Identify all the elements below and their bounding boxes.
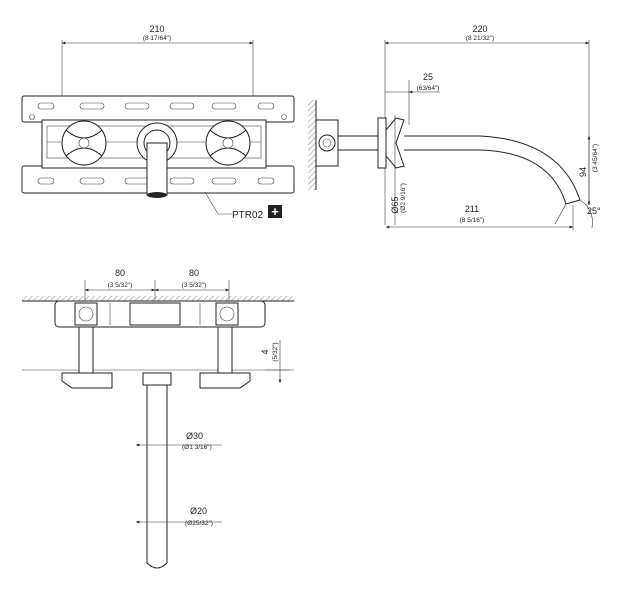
spout-length-dimension: 211 (8 5/16") (385, 204, 574, 230)
spout-front (142, 372, 172, 569)
outlet-diameter-dimension: Ø20 (Ø25/32") (135, 506, 222, 527)
left-valve-handle (61, 120, 107, 166)
total-mm-label: 220 (472, 24, 487, 34)
spout-length-mm-label: 211 (465, 204, 479, 214)
spout-dia-in-label: (Ø1 3/16") (182, 444, 212, 451)
side-view: 220 (8 21/32") 25 (63/64") (308, 24, 601, 230)
angle-dimension: 25° (554, 199, 601, 229)
width-mm-label: 210 (149, 24, 164, 34)
top-view: 210 (8 17/64") (21, 24, 295, 221)
spout-diameter-dimension: Ø30 (Ø1 3/16") (135, 431, 222, 451)
angle-label: 25° (587, 206, 601, 216)
outlet-dia-in-label: (Ø25/32") (185, 520, 213, 527)
flange-dia-mm-label: Ø65 (390, 196, 400, 213)
valve-block-front (54, 300, 266, 328)
spacing-dimensions: 80 (3 5/32") 80 (3 5/32") (84, 268, 230, 300)
total-in-label: (8 21/32") (466, 35, 494, 42)
outlet-dia-mm-label: Ø20 (190, 506, 207, 516)
spout-top (136, 122, 178, 198)
left-lever-handle (61, 372, 113, 389)
height-in-label: (3 45/64") (592, 144, 599, 172)
offset-mm-label: 25 (423, 72, 433, 82)
spout-length-in-label: (8 5/16") (460, 217, 485, 224)
spacing-right-mm-label: 80 (189, 268, 199, 278)
spacing-left-mm-label: 80 (115, 268, 125, 278)
depth-dimension: 4 (5/32") (260, 340, 290, 384)
total-width-dimension: 220 (8 21/32") (384, 24, 590, 225)
depth-mm-label: 4 (260, 349, 270, 354)
offset-dimension: 25 (63/64") (385, 72, 440, 125)
width-in-label: (8 17/64") (143, 35, 171, 42)
right-lever-handle (199, 372, 251, 389)
wall-hatch (308, 100, 316, 190)
height-mm-label: 94 (578, 167, 588, 177)
valve-body-side (315, 119, 379, 167)
flange-side (377, 117, 405, 169)
height-dimension: 94 (3 45/64") (578, 135, 599, 206)
plus-box-icon (268, 205, 282, 218)
spacing-left-in-label: (3 5/32") (108, 282, 133, 289)
depth-in-label: (5/32") (272, 342, 279, 361)
spout-curve (404, 135, 581, 205)
ptr02-label: PTR02 (232, 210, 264, 221)
flange-dia-in-label: (Ø2 9/16") (400, 183, 407, 213)
offset-in-label: (63/64") (417, 85, 440, 92)
plus-symbol: + (271, 204, 279, 219)
right-valve-handle (205, 120, 251, 166)
ptr02-tag: PTR02 + (204, 191, 282, 221)
wall-surface-hatch (22, 296, 294, 301)
flange-diameter-dimension: Ø65 (Ø2 9/16") (390, 115, 407, 225)
spacing-right-in-label: (3 5/32") (182, 282, 207, 289)
spout-dia-mm-label: Ø30 (186, 431, 203, 441)
front-view: 80 (3 5/32") 80 (3 5/32") 4 (5/32") (22, 268, 294, 569)
